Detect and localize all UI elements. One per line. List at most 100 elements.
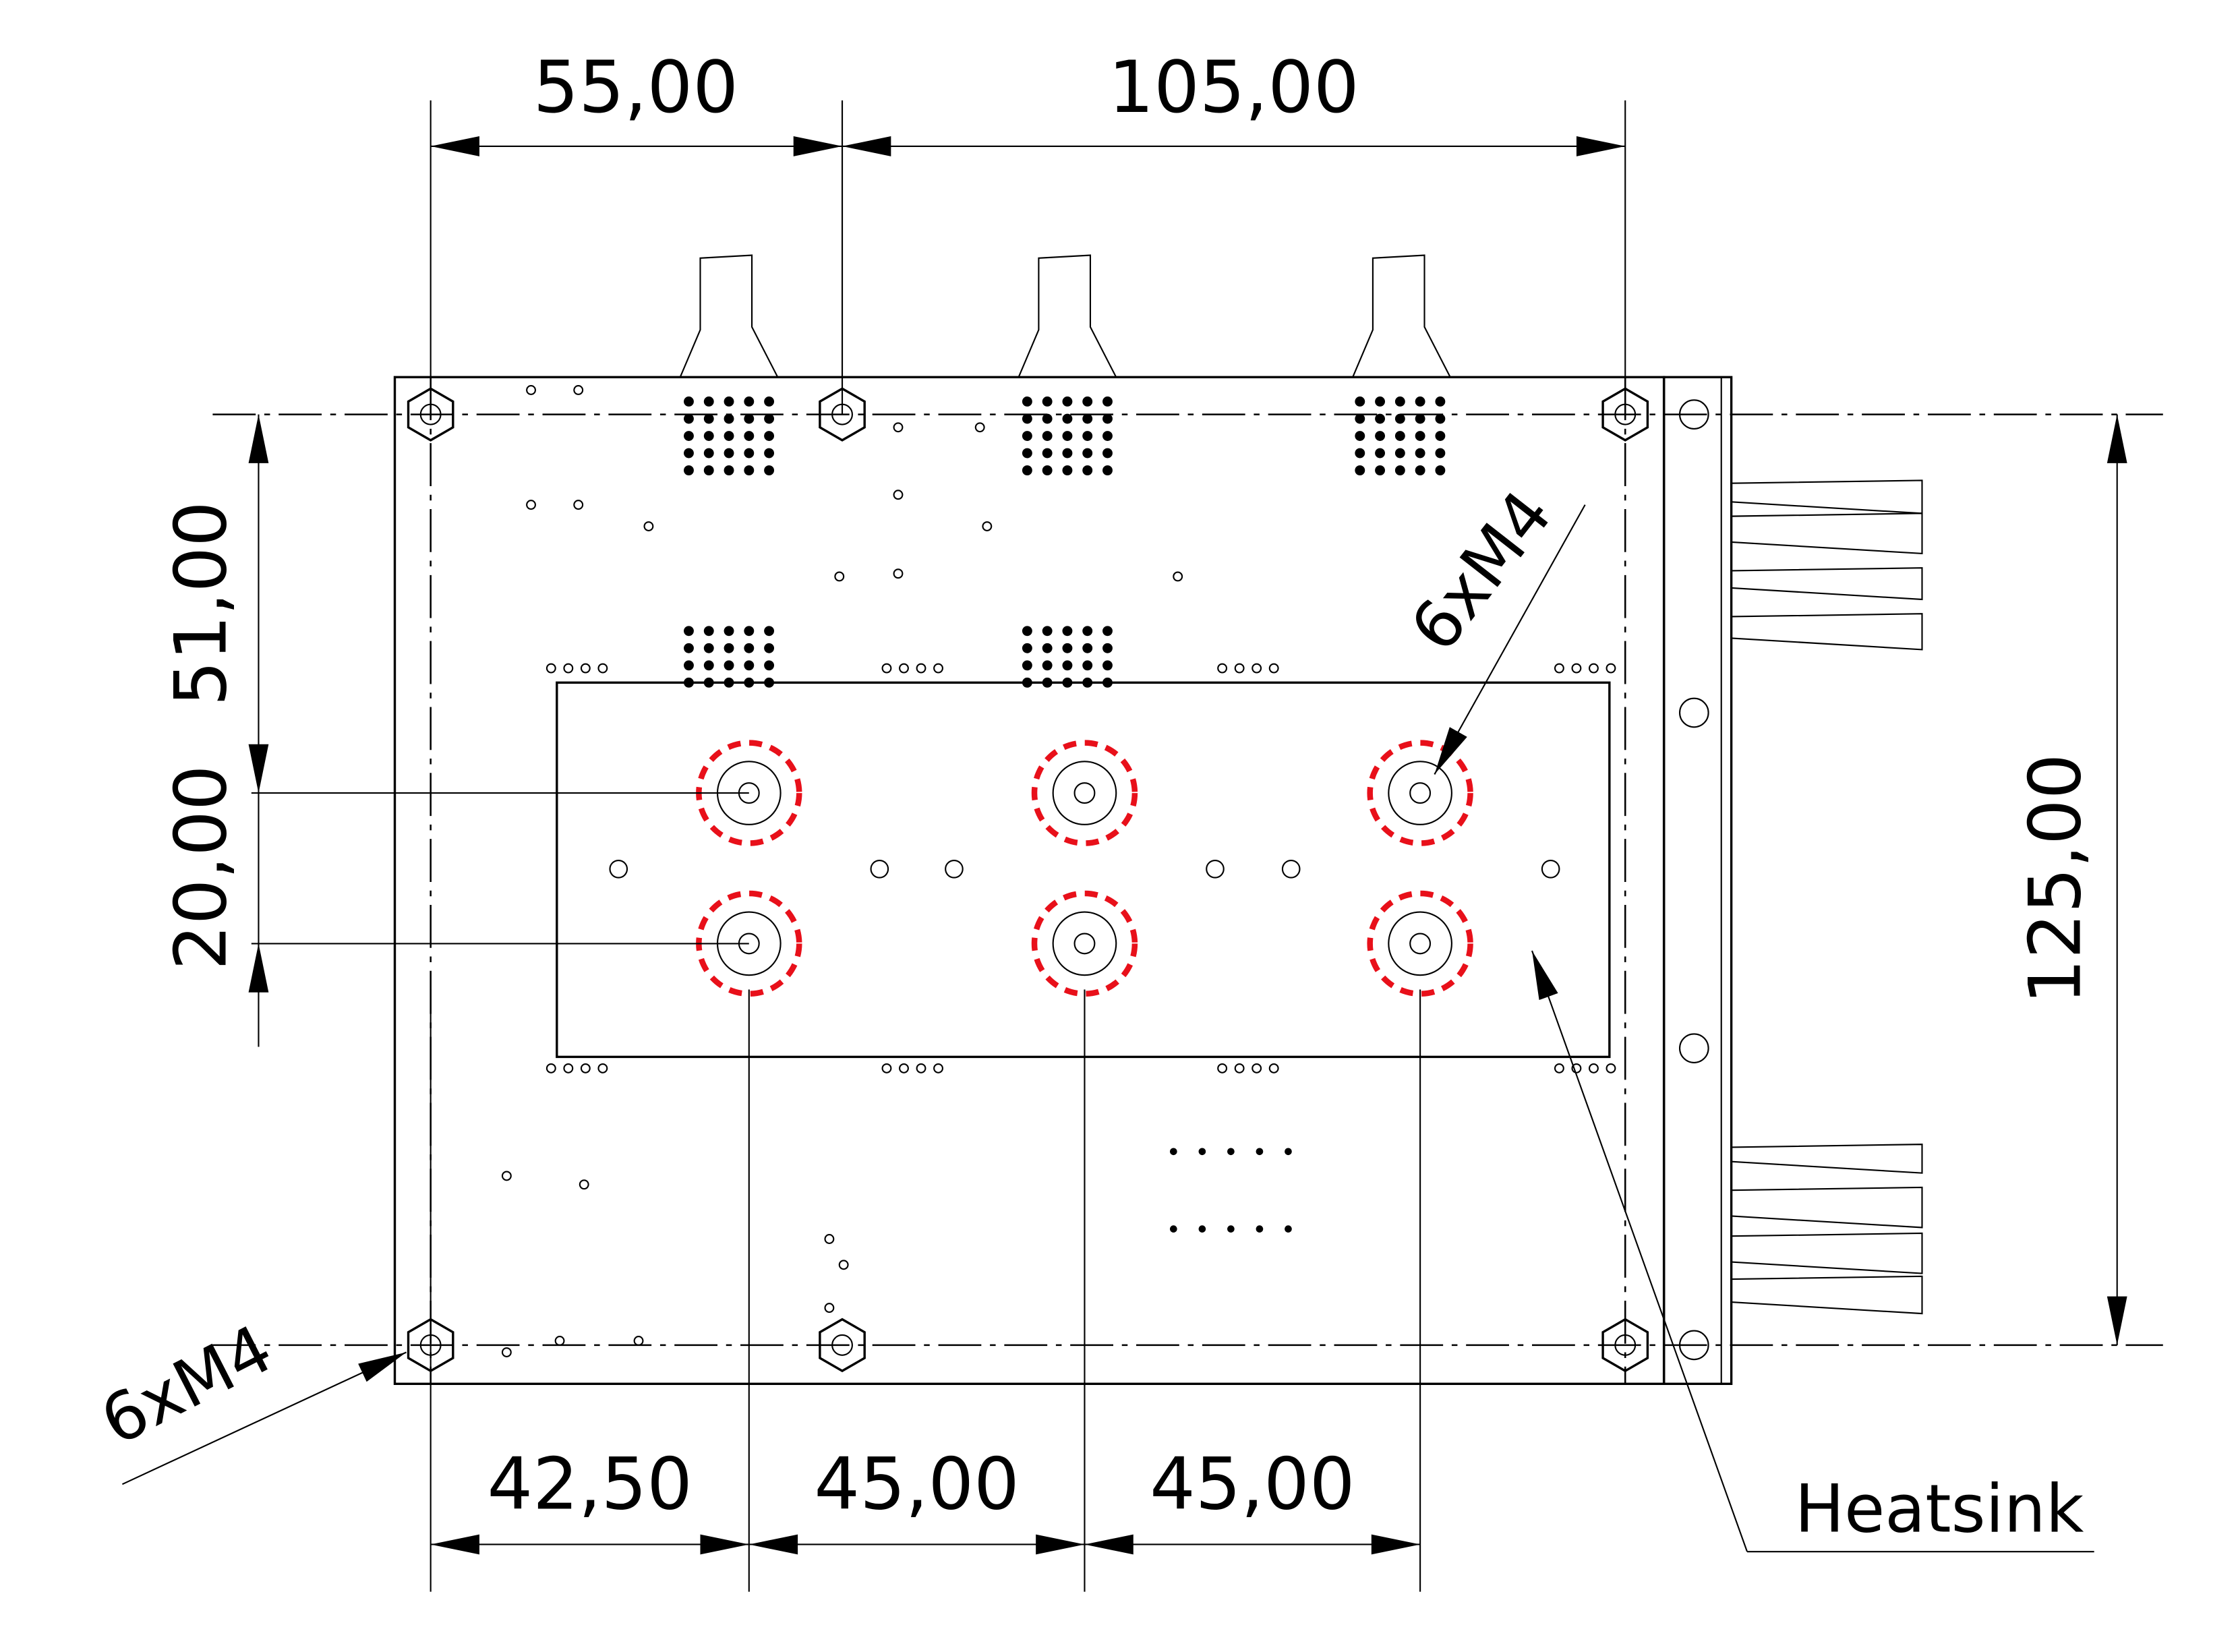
pad xyxy=(764,431,775,441)
pad xyxy=(724,643,734,653)
dim-top-right: 105,00 xyxy=(1109,46,1359,129)
component xyxy=(643,521,654,531)
pad xyxy=(1082,431,1093,441)
component xyxy=(573,385,584,395)
arrowhead xyxy=(1036,1534,1085,1555)
component xyxy=(893,568,904,579)
pad xyxy=(1022,465,1032,476)
pad xyxy=(1415,396,1425,407)
pad xyxy=(703,465,714,476)
pad-row xyxy=(933,663,943,674)
pad-row xyxy=(1251,663,1262,674)
heatsink-fin xyxy=(1731,1144,1923,1174)
component xyxy=(1169,1148,1177,1156)
pad-row xyxy=(1251,1063,1262,1073)
pad xyxy=(1355,448,1365,459)
pad xyxy=(724,448,734,459)
pad-row xyxy=(916,663,926,674)
pad xyxy=(1394,396,1405,407)
pad xyxy=(1435,431,1446,441)
line xyxy=(1434,504,1586,775)
pad xyxy=(703,448,714,459)
heatsink-hole xyxy=(1541,859,1560,879)
heatsink-fin xyxy=(1731,1186,1923,1229)
pad xyxy=(1082,396,1093,407)
pad xyxy=(1102,431,1113,441)
pad-row xyxy=(899,1063,909,1073)
component xyxy=(573,500,584,510)
pad xyxy=(1022,626,1032,637)
pad xyxy=(1022,413,1032,424)
pad xyxy=(684,431,694,441)
mounting-hole xyxy=(831,1334,853,1356)
pad xyxy=(1022,431,1032,441)
pad xyxy=(703,626,714,637)
component xyxy=(1256,1148,1264,1156)
pad xyxy=(684,448,694,459)
pad xyxy=(1082,660,1093,671)
pad xyxy=(764,465,775,476)
board-geometry xyxy=(121,100,2163,1592)
pad-row xyxy=(1217,1063,1228,1073)
pad-row xyxy=(933,1063,943,1073)
component xyxy=(834,571,845,582)
component xyxy=(501,1171,512,1181)
pad xyxy=(1062,626,1073,637)
pad-row xyxy=(1606,663,1616,674)
heatsink-fin xyxy=(1731,512,1923,555)
pad xyxy=(1062,465,1073,476)
stud-inner xyxy=(1073,933,1096,955)
pad xyxy=(1355,413,1365,424)
component xyxy=(824,1303,835,1314)
pad-row xyxy=(563,1063,574,1073)
pad xyxy=(684,643,694,653)
mounting-hole-hex xyxy=(1601,1318,1649,1373)
pad xyxy=(684,660,694,671)
heatsink-hole xyxy=(945,859,964,879)
pad xyxy=(1415,448,1425,459)
mounting-hole-hex xyxy=(1601,387,1649,442)
pad xyxy=(724,431,734,441)
arrowhead xyxy=(248,943,269,993)
pad xyxy=(1022,677,1032,688)
pad xyxy=(1062,396,1073,407)
pad-row xyxy=(1268,663,1279,674)
pad xyxy=(1102,660,1113,671)
pad-row xyxy=(1234,663,1245,674)
pad xyxy=(1042,660,1053,671)
pad xyxy=(1375,465,1386,476)
connector xyxy=(1018,254,1117,378)
pad xyxy=(1062,431,1073,441)
heatsink-hole xyxy=(1206,859,1225,879)
pad xyxy=(1022,396,1032,407)
pad xyxy=(1082,643,1093,653)
arrowhead xyxy=(358,1352,407,1382)
mounting-hole-hex xyxy=(819,1318,866,1373)
pad xyxy=(744,660,755,671)
pad xyxy=(1042,643,1053,653)
component xyxy=(838,1260,849,1270)
pad xyxy=(1394,413,1405,424)
pad xyxy=(744,413,755,424)
pad xyxy=(764,677,775,688)
pad xyxy=(744,465,755,476)
arrowhead xyxy=(1371,1534,1421,1555)
pad-row xyxy=(563,663,574,674)
pad xyxy=(744,626,755,637)
pad xyxy=(1375,413,1386,424)
arrowhead xyxy=(700,1534,749,1555)
dim-right: 125,00 xyxy=(2013,754,2097,1005)
pad xyxy=(1082,677,1093,688)
pad xyxy=(1042,431,1053,441)
pad xyxy=(1102,448,1113,459)
arrowhead xyxy=(430,1534,479,1555)
pad xyxy=(1082,465,1093,476)
component xyxy=(579,1179,589,1190)
pad-row xyxy=(580,663,591,674)
pad xyxy=(1022,643,1032,653)
pad xyxy=(684,413,694,424)
pad xyxy=(1102,626,1113,637)
dim-top-left: 55,00 xyxy=(533,46,738,129)
pad-row xyxy=(1554,1063,1564,1073)
highlight-circle xyxy=(1031,890,1138,997)
